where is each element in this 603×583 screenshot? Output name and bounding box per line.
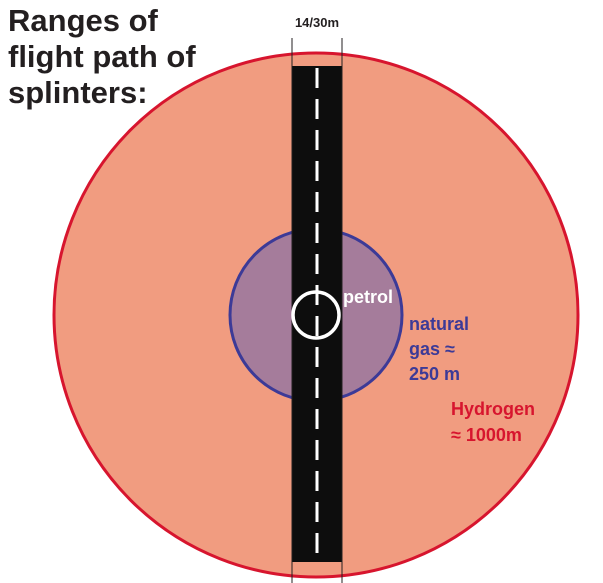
road-width-label: 14/30m [295, 15, 339, 30]
natural-gas-range-label: 250 m [409, 364, 460, 384]
natural-gas-label-line-2: gas ≈ [409, 339, 455, 359]
title-line-2: flight path of [8, 39, 196, 74]
petrol-range-circle [291, 290, 341, 340]
title-line-1: Ranges of [8, 3, 159, 38]
title-line-3: splinters: [8, 75, 148, 110]
petrol-label: petrol [343, 287, 393, 307]
hydrogen-range-label: ≈ 1000m [451, 425, 522, 445]
hydrogen-label: Hydrogen [451, 399, 535, 419]
natural-gas-label-line-1: natural [409, 314, 469, 334]
